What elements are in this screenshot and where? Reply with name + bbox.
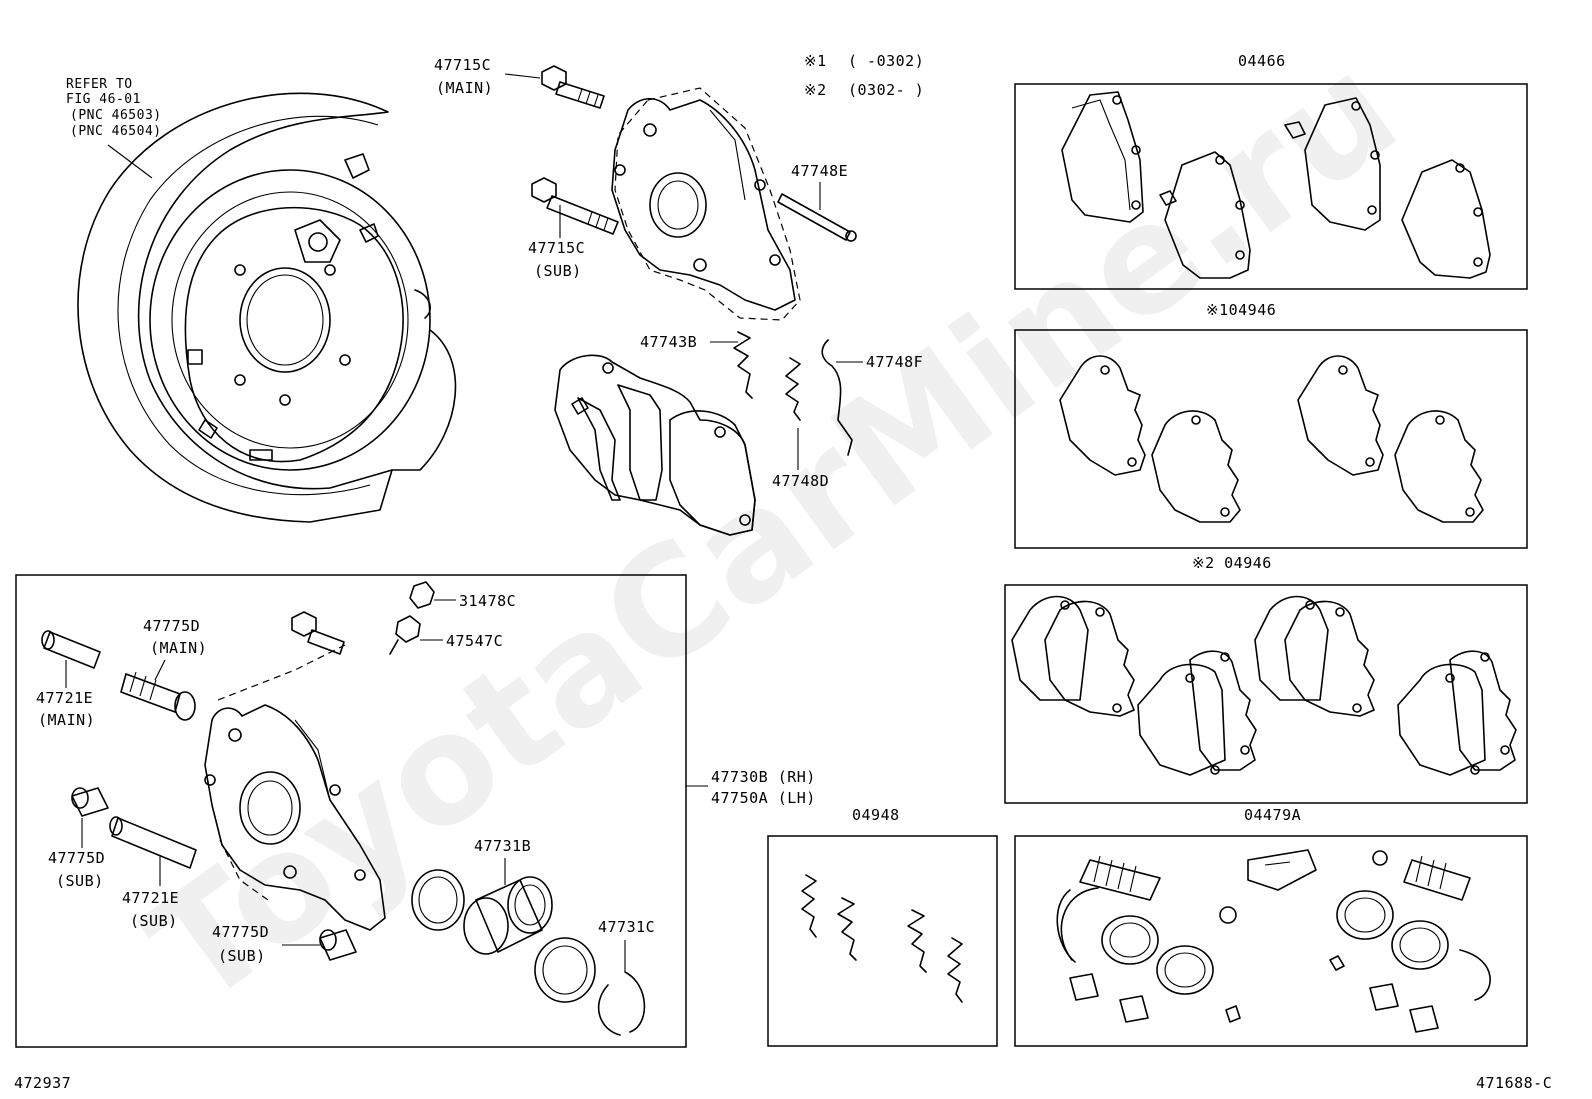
svg-text:04948: 04948 [852,806,900,824]
svg-text:47775D: 47775D [143,617,200,635]
svg-text:(SUB): (SUB) [534,262,582,280]
svg-text:(MAIN): (MAIN) [436,79,493,97]
lower-labels: 31478C 47547C 47775D (MAIN) 47721E (MAIN… [36,592,816,972]
svg-text:47775D: 47775D [48,849,105,867]
kit-04466: 04466 [1014,52,1528,290]
pads-upper [554,354,756,536]
backing-plate [77,92,457,523]
kit-04946-note1: ※104946 [1014,301,1528,549]
clip-47748d [785,357,801,421]
cap-31478c [409,581,435,609]
boot-ring [534,937,596,1003]
svg-text:(SUB): (SUB) [56,872,104,890]
clip-47743b [733,331,753,399]
svg-text:47715C: 47715C [434,56,491,74]
caliper-upper [611,87,801,321]
svg-text:31478C: 31478C [459,592,516,610]
boot-47775d-main [120,671,196,721]
svg-text:47730B (RH): 47730B (RH) [711,768,816,786]
svg-text:(PNC 46503): (PNC 46503) [70,108,162,123]
svg-text:(MAIN): (MAIN) [38,711,95,729]
svg-text:※104946: ※104946 [1206,301,1276,319]
svg-text:(0302- ): (0302- ) [848,81,924,99]
caliper-detail-box [15,574,687,1048]
svg-text:(PNC 46504): (PNC 46504) [70,124,162,139]
svg-text:47743B: 47743B [640,333,697,351]
svg-text:( -0302): ( -0302) [848,52,924,70]
svg-text:47750A (LH): 47750A (LH) [711,789,816,807]
svg-text:47731B: 47731B [474,837,531,855]
pin-47721e-sub [109,816,197,869]
kit-04479a: 04479A [1014,806,1528,1047]
svg-text:(SUB): (SUB) [130,912,178,930]
pin-47748e [777,193,857,242]
svg-text:47547C: 47547C [446,632,503,650]
svg-text:47748E: 47748E [791,162,848,180]
watermark: ToyotaCarMine.ru [119,22,1428,1039]
svg-text:REFER TO: REFER TO [66,77,133,92]
svg-text:※1: ※1 [804,52,827,70]
svg-text:(SUB): (SUB) [218,947,266,965]
refer-note: REFER TO FIG 46-01 (PNC 46503) (PNC 4650… [66,77,162,179]
svg-text:(MAIN): (MAIN) [150,639,207,657]
svg-text:FIG 46-01: FIG 46-01 [66,92,141,107]
upper-labels: 47715C (MAIN) 47715C (SUB) 47748E 47743B… [434,56,923,490]
ring-47731c [597,971,646,1036]
seal-ring [411,869,465,931]
spring-47748f [821,339,853,456]
piston-47731b [463,876,553,955]
kit-04946-note2: ※2 04946 [1004,554,1528,804]
svg-text:04466: 04466 [1238,52,1286,70]
figure-number-left: 472937 [14,1074,71,1092]
pin-47721e-main [41,630,101,669]
bleeder-47547c [389,615,421,655]
bolt-47715c-sub [531,177,619,235]
boot-47775d-sub2 [319,929,357,961]
notes-block: ※1 ( -0302) ※2 (0302- ) [804,52,924,99]
svg-text:47715C: 47715C [528,239,585,257]
kit-04948: 04948 [767,806,998,1047]
svg-text:47748D: 47748D [772,472,829,490]
bolt-lower [291,611,345,655]
svg-text:47731C: 47731C [598,918,655,936]
svg-text:47748F: 47748F [866,353,923,371]
svg-text:47775D: 47775D [212,923,269,941]
boot-47775d-sub1 [71,787,109,817]
svg-text:※2 04946: ※2 04946 [1192,554,1272,572]
svg-text:04479A: 04479A [1244,806,1301,824]
svg-text:47721E: 47721E [36,689,93,707]
bolt-47715c-main [541,65,605,109]
svg-text:※2: ※2 [804,81,827,99]
svg-text:47721E: 47721E [122,889,179,907]
figure-number-right: 471688-C [1476,1074,1552,1092]
